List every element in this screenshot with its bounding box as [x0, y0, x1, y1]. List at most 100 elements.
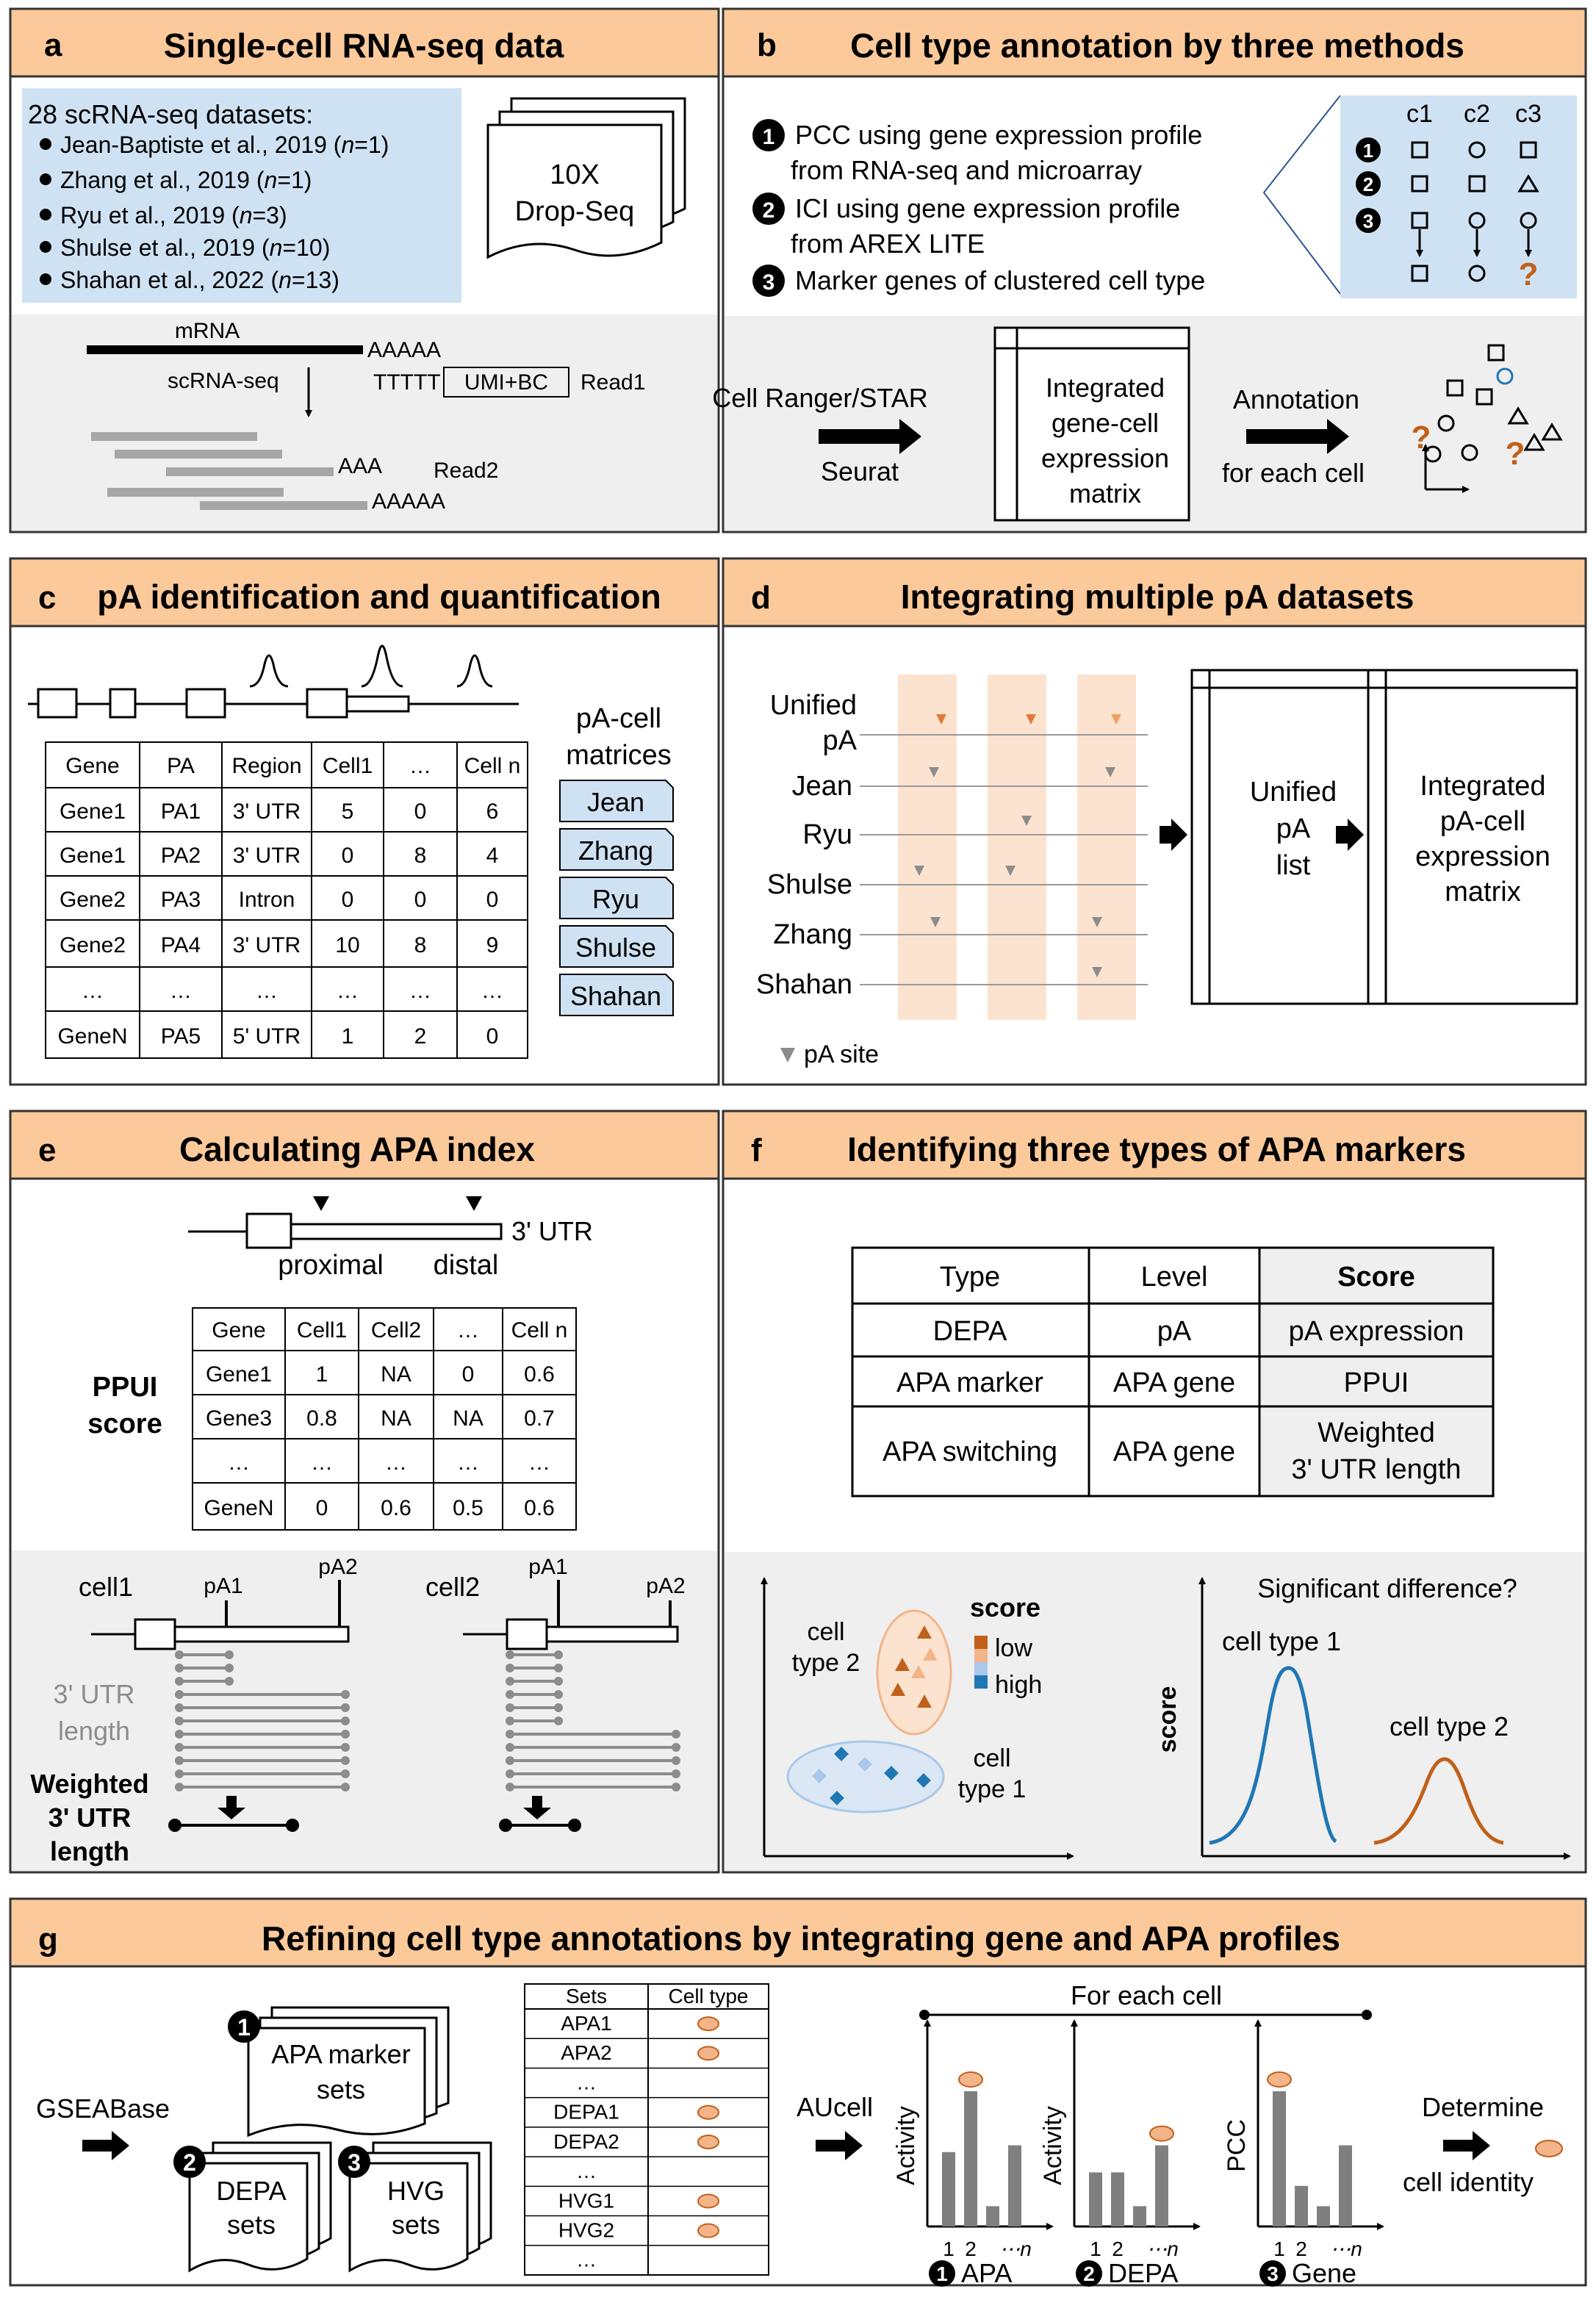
- cell-type-2-label-1: cell: [807, 1618, 844, 1646]
- cell-type-icon: [697, 2193, 719, 2209]
- table-cell: PA4: [161, 933, 201, 957]
- table-header-cell: Cell1: [323, 754, 373, 778]
- table-header-cell: PA: [167, 754, 195, 778]
- chart-number-badge: [929, 2260, 955, 2287]
- distal-label: distal: [434, 1250, 499, 1281]
- read-end: [554, 1664, 563, 1672]
- read-start: [506, 1690, 514, 1699]
- table-cell: 5: [342, 799, 354, 824]
- read-end: [672, 1783, 680, 1791]
- read-start: [175, 1743, 184, 1752]
- table-cell: PA2: [161, 844, 201, 868]
- curve-1-label: cell type 1: [1222, 1626, 1341, 1656]
- sets-row-label: …: [576, 2071, 597, 2093]
- arrow-to-gene-sets: [82, 2131, 129, 2160]
- table-header-cell: …: [409, 754, 431, 778]
- table-cell: 3' UTR: [233, 799, 301, 824]
- determine-label-2: cell identity: [1403, 2167, 1534, 2197]
- oligo-t-label: TTTTT: [373, 370, 441, 395]
- panel-e-title: Calculating APA index: [179, 1130, 535, 1168]
- activity-x-tick: ⋯n: [1330, 2237, 1362, 2260]
- table-cell: Intron: [239, 888, 295, 912]
- read-start: [506, 1664, 514, 1672]
- table-cell: NA: [381, 1406, 411, 1431]
- mrna-label: mRNA: [175, 319, 240, 343]
- read-start: [506, 1743, 514, 1752]
- table-cell: APA switching: [883, 1437, 1057, 1467]
- chart-name: DEPA: [1108, 2258, 1178, 2288]
- table-cell: 4: [486, 844, 499, 868]
- table-cell: …: [481, 979, 503, 1003]
- table-cell: 3' UTR: [233, 844, 301, 868]
- table-header-type: Type: [940, 1262, 1000, 1293]
- dataset-tag: [559, 828, 674, 871]
- table-cell: DEPA: [933, 1316, 1007, 1347]
- read-end: [341, 1703, 350, 1712]
- read-start: [506, 1703, 514, 1712]
- row-label-shahan: Shahan: [756, 969, 852, 1000]
- table-cell: GeneN: [57, 1024, 127, 1049]
- apa-sets-number: [228, 2010, 260, 2043]
- dataset-tag-label: Ryu: [592, 884, 639, 914]
- dataset-tag: [559, 877, 674, 919]
- apa-sets-label-2: sets: [317, 2074, 365, 2104]
- table-cell: 6: [486, 799, 499, 824]
- pa-matrix-label-3: expression: [1415, 841, 1550, 872]
- table-cell: …: [311, 1451, 333, 1475]
- cell-type-icon: [697, 2135, 719, 2149]
- cell1-down-arrow: [218, 1796, 245, 1819]
- chart-number: 2: [1083, 2262, 1095, 2285]
- mrna-bar: [87, 345, 363, 354]
- sets-header-sets: Sets: [566, 1985, 607, 2007]
- significance-label: Significant difference?: [1257, 1573, 1517, 1603]
- annotated-cells-scatter: [1422, 344, 1563, 493]
- cell-type-marker: [1149, 2125, 1174, 2142]
- table-cell: 0: [414, 888, 427, 912]
- table-cell: PPUI: [1344, 1367, 1409, 1398]
- read-end: [341, 1783, 350, 1791]
- activity-bar: [1155, 2145, 1168, 2226]
- sets-row-label: …: [576, 2249, 597, 2271]
- pa-site-legend-icon: [780, 1048, 795, 1063]
- table-header-cell: Cell1: [297, 1318, 347, 1342]
- table-cell: 3' UTR: [233, 933, 301, 957]
- table-cell: 3' UTR length: [1291, 1454, 1461, 1485]
- read-end: [554, 1690, 563, 1699]
- dataset-tag-label: Shulse: [575, 932, 656, 963]
- table-cell: 9: [486, 933, 499, 957]
- table-cell: PA3: [161, 888, 201, 912]
- pa-matrix-label-4: matrix: [1445, 877, 1520, 907]
- panel-f-letter: f: [751, 1132, 762, 1168]
- read-end: [341, 1769, 350, 1778]
- sets-row-label: DEPA2: [553, 2130, 619, 2153]
- cell2-label: cell2: [425, 1572, 480, 1602]
- matrix-label-4: matrix: [1069, 478, 1141, 508]
- table-cell: 8: [414, 933, 427, 957]
- activity-bar: [1133, 2206, 1146, 2226]
- weighted-length-bars: [168, 1819, 581, 1832]
- cell1-label: cell1: [79, 1572, 133, 1602]
- cell1-pa2: pA2: [318, 1555, 357, 1579]
- table-cell: GeneN: [204, 1496, 273, 1520]
- dataset-tag-label: Jean: [587, 787, 644, 817]
- scrna-label: scRNA-seq: [168, 369, 279, 393]
- read-start: [175, 1717, 184, 1725]
- method-1-line1: PCC using gene expression profile: [795, 120, 1202, 150]
- table-cell: 0.6: [524, 1362, 555, 1387]
- activity-bar: [1295, 2185, 1308, 2226]
- table-cell: Gene1: [60, 799, 126, 824]
- tool-cellranger: Cell Ranger/STAR: [712, 383, 927, 413]
- panel-b: b Cell type annotation by three methods …: [712, 7, 1587, 533]
- dataset-tag: [559, 780, 674, 822]
- chart-number: 3: [1267, 2262, 1279, 2285]
- panel-a: a Single-cell RNA-seq data 28 scRNA-seq …: [9, 7, 720, 533]
- sets-row-label: APA2: [561, 2041, 612, 2064]
- activity-bar: [1339, 2145, 1352, 2226]
- method-result-grid: 1 2 3: [1356, 137, 1539, 282]
- table-header-cell: Gene: [65, 754, 119, 778]
- panel-g-letter: g: [38, 1922, 58, 1958]
- arrow-to-activity: [816, 2131, 863, 2160]
- table-cell: 0.8: [306, 1406, 337, 1431]
- aucell-label: AUcell: [797, 2092, 873, 2122]
